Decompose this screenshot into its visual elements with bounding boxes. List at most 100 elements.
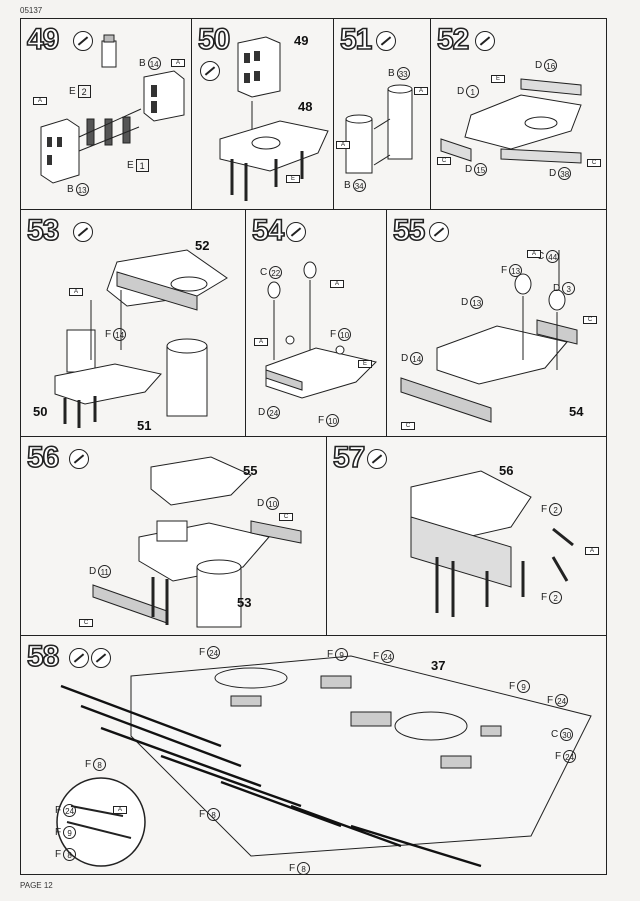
step-57-drawing: [410, 470, 574, 617]
step-49-drawing: [40, 34, 185, 184]
step-50-drawing: [219, 36, 329, 201]
decal-flag: A: [330, 280, 344, 288]
decal-flag: C: [437, 157, 451, 165]
part-49-label: 49: [294, 33, 309, 48]
step-number: 50: [197, 22, 231, 57]
step-number: 55: [392, 213, 426, 248]
step-number: 56: [26, 440, 60, 475]
decal-flag: C: [583, 316, 597, 324]
step-number: 57: [332, 440, 366, 475]
part-53-label: 53: [237, 595, 252, 610]
decal-flag: A: [585, 547, 599, 555]
part-51-label: 51: [137, 418, 152, 433]
glue-icon: [367, 449, 387, 469]
glue-icon: [91, 648, 111, 668]
step-58-drawing: [56, 655, 592, 868]
step-number: 51: [339, 22, 373, 57]
decal-flag: A: [527, 250, 541, 258]
page-number: PAGE 12: [20, 881, 53, 890]
decal-flag: A: [336, 141, 350, 149]
step-54-drawing: [265, 261, 377, 399]
glue-icon: [200, 61, 220, 81]
decal-flag: C: [587, 159, 601, 167]
step-55-panel: 55 C44 A F13 D3 D13 C D14 54 C: [386, 209, 607, 437]
part-56-label: 56: [499, 463, 514, 478]
decal-flag: A: [254, 338, 268, 346]
glue-icon: [69, 648, 89, 668]
part-55-label: 55: [243, 463, 258, 478]
glue-icon: [73, 31, 93, 51]
glue-icon: [429, 222, 449, 242]
decal-flag: E: [286, 175, 300, 183]
step-53-drawing: [54, 249, 228, 428]
decal-flag: C: [79, 619, 93, 627]
step-50-panel: 50 49 48 E: [191, 18, 334, 210]
decal-flag: A: [113, 806, 127, 814]
glue-icon: [475, 31, 495, 51]
part-52-label: 52: [195, 238, 210, 253]
step-52-drawing: [440, 78, 582, 164]
glue-icon: [69, 449, 89, 469]
step-number: 52: [436, 22, 470, 57]
step-number: 53: [26, 213, 60, 248]
step-number: 58: [26, 639, 60, 674]
decal-flag: A: [33, 97, 47, 105]
decal-flag: E: [358, 360, 372, 368]
glue-icon: [376, 31, 396, 51]
decal-flag: A: [414, 87, 428, 95]
decal-flag: E: [491, 75, 505, 83]
part-48-label: 48: [298, 99, 313, 114]
glue-icon: [73, 222, 93, 242]
decal-flag: C: [279, 513, 293, 521]
part-37-label: 37: [431, 658, 446, 673]
part-50-label: 50: [33, 404, 48, 419]
glue-icon: [286, 222, 306, 242]
step-51-drawing: [345, 84, 413, 174]
document-code: 05137: [20, 6, 43, 15]
step-56-drawing: [92, 456, 302, 628]
part-54-label: 54: [569, 404, 584, 419]
decal-flag: A: [171, 59, 185, 67]
decal-flag: A: [69, 288, 83, 296]
decal-flag: C: [401, 422, 415, 430]
